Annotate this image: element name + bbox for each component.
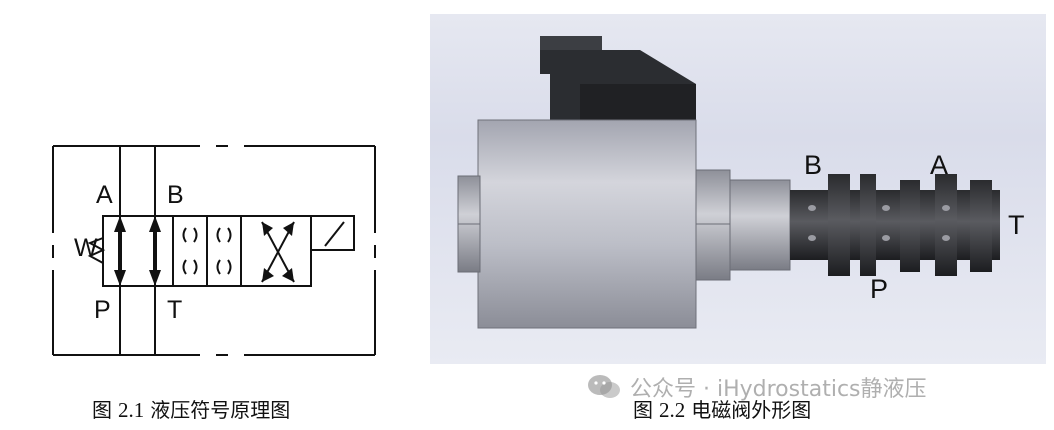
coil-body	[477, 119, 697, 329]
photo-port-a-label: A	[930, 150, 949, 180]
photo-port-t-label: T	[1008, 210, 1025, 240]
watermark-text: 公众号 · iHydrostatics静液压	[630, 377, 927, 402]
caption-text: 电磁阀外形图	[691, 398, 812, 422]
arrow-b-up	[149, 216, 161, 232]
cross-arrow-head-4	[282, 268, 294, 282]
boundary-frame	[52, 145, 376, 356]
wechat-icon	[588, 375, 620, 398]
photo-port-p-label: P	[870, 274, 889, 304]
solenoid-valve-drawing	[457, 36, 1000, 329]
caption-number: 2.2	[659, 398, 686, 422]
symbol-spring-w-label: W	[74, 234, 98, 262]
caption-prefix: 图	[633, 398, 653, 422]
valve-tube	[729, 179, 791, 271]
cross-arrow-head-2	[262, 222, 273, 236]
symbol-port-b-label: B	[167, 181, 184, 209]
solenoid-valve-image: B A T P	[430, 14, 1046, 364]
arrow-a-up	[114, 216, 126, 232]
caption-prefix: 图	[92, 398, 112, 422]
envelope-cross	[240, 215, 312, 287]
caption-number: 2.1	[118, 398, 145, 422]
caption-text: 液压符号原理图	[150, 398, 291, 422]
symbol-port-t-label: T	[167, 296, 183, 324]
spring-symbol	[87, 237, 106, 264]
cartridge-body	[790, 190, 1000, 260]
watermark: 公众号 · iHydrostatics静液压	[586, 371, 927, 403]
cross-arrow-head-3	[262, 268, 274, 282]
arrow-t-down	[149, 270, 161, 286]
photo-port-b-label: B	[804, 150, 823, 180]
orifice-arcs	[182, 227, 232, 275]
envelope-straight	[102, 215, 174, 287]
symbol-port-a-label: A	[96, 181, 113, 209]
solenoid-box	[310, 215, 355, 251]
symbol-port-p-label: P	[94, 296, 111, 324]
cross-arrow-head-1	[283, 222, 294, 236]
arrow-p-down	[114, 270, 126, 286]
hydraulic-symbol-diagram	[52, 145, 376, 356]
tube-hex	[695, 169, 731, 281]
